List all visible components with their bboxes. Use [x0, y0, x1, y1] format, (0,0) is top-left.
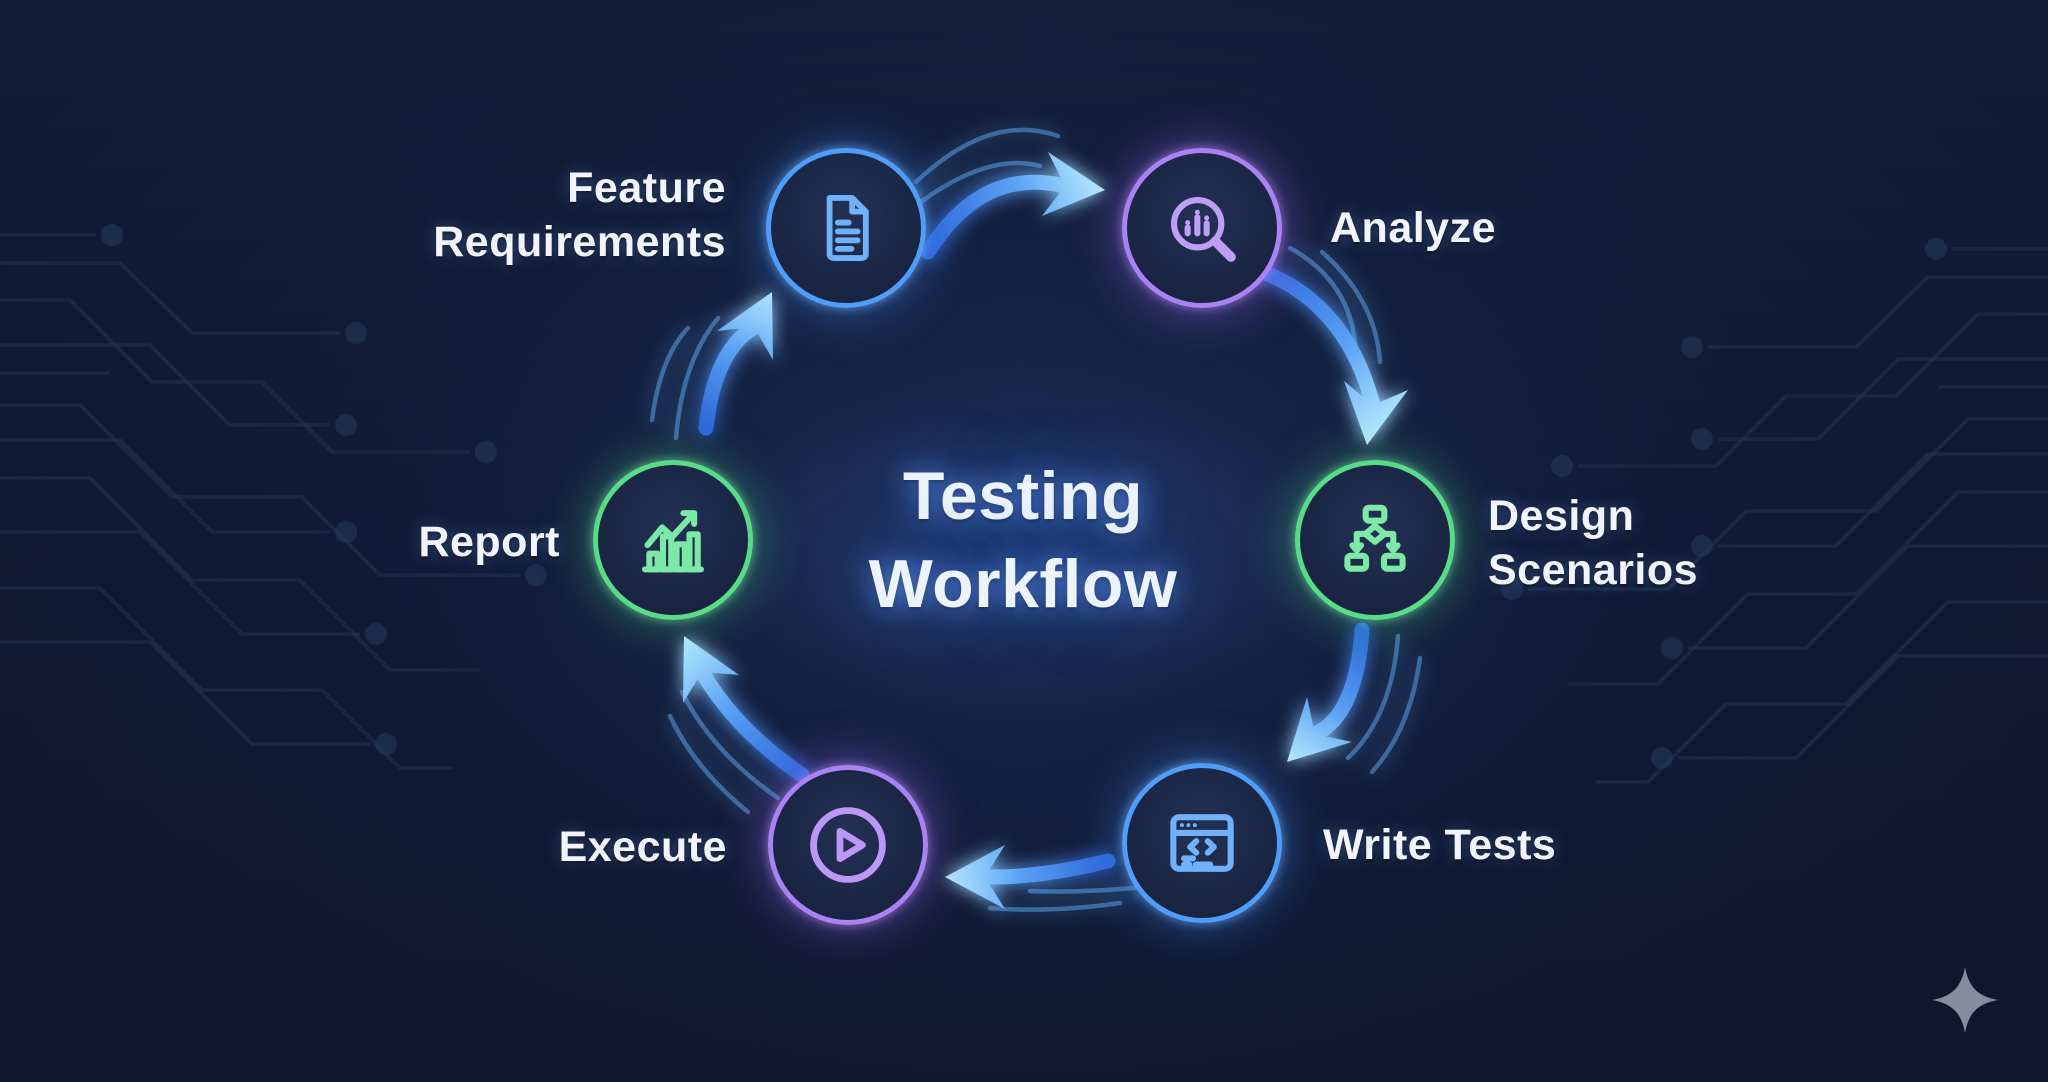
- node-write-tests: [1122, 763, 1282, 923]
- label-report: Report: [418, 518, 560, 566]
- arrow-execute-to-report: [667, 636, 810, 815]
- page-title: Testing Workflow: [868, 458, 1178, 622]
- circuit-traces-right: [1501, 238, 2048, 784]
- flowchart-icon: [1332, 497, 1418, 583]
- node-analyze: [1122, 148, 1282, 308]
- trend-bar-chart-icon: [630, 497, 716, 583]
- play-circle-icon: [800, 797, 896, 893]
- code-window-icon: [1159, 800, 1245, 886]
- node-execute: [768, 765, 928, 925]
- sparkle-icon: [1932, 967, 1998, 1033]
- document-icon: [805, 187, 887, 269]
- arrow-report-to-feature: [649, 292, 773, 441]
- node-feature-requirements: [766, 148, 926, 308]
- label-design-scenarios: Design Scenarios: [1488, 492, 1699, 594]
- label-analyze: Analyze: [1330, 204, 1497, 252]
- label-execute: Execute: [558, 823, 727, 871]
- label-write-tests: Write Tests: [1323, 821, 1557, 869]
- arrow-design-to-write-tests: [1287, 622, 1423, 775]
- magnifier-chart-icon: [1159, 185, 1245, 271]
- node-report: [593, 460, 753, 620]
- label-feature-requirements: Feature Requirements: [433, 164, 726, 266]
- node-design-scenarios: [1295, 460, 1455, 620]
- circuit-traces-left: [0, 224, 547, 770]
- arrow-analyze-to-design: [1244, 245, 1408, 445]
- arrow-feature-to-analyze: [897, 127, 1105, 260]
